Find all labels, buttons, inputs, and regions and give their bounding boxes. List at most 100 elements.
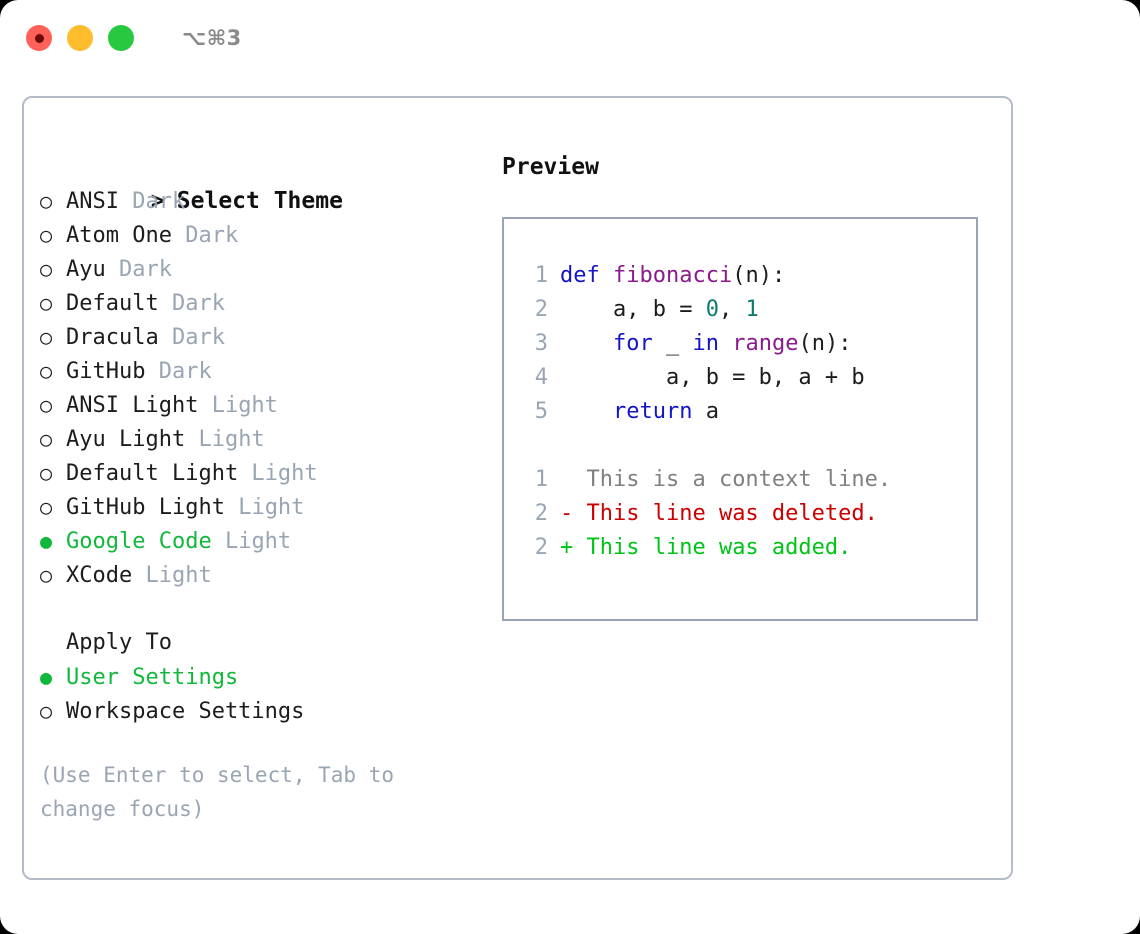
traffic-light-group bbox=[26, 25, 134, 51]
line-number: 4 bbox=[534, 365, 548, 390]
code-token bbox=[560, 331, 613, 356]
apply-to-item-name: Workspace Settings bbox=[66, 699, 305, 724]
theme-item-name: Dracula bbox=[66, 325, 159, 350]
apply-to-item[interactable]: ● User Settings bbox=[40, 660, 470, 694]
theme-item-mode: Dark bbox=[158, 291, 225, 316]
theme-item-mode: Light bbox=[238, 461, 318, 486]
code-line: 2 a, b = 0, 1 bbox=[522, 293, 976, 327]
theme-item-name: Default bbox=[66, 291, 159, 316]
diff-sign: - bbox=[560, 501, 574, 526]
theme-item[interactable]: ○ Dracula Dark bbox=[40, 320, 470, 354]
line-number: 2 bbox=[534, 535, 548, 560]
theme-item[interactable]: ●Google Code Light bbox=[40, 524, 470, 558]
radio-unselected-icon: ○ bbox=[40, 461, 53, 485]
help-hint-text: (Use Enter to select, Tab to change focu… bbox=[40, 763, 407, 821]
apply-to-header: Apply To bbox=[66, 630, 172, 655]
theme-item-name: GitHub Light bbox=[66, 495, 225, 520]
radio-unselected-icon: ○ bbox=[40, 325, 53, 349]
code-token: (n): bbox=[732, 263, 786, 288]
maximize-button[interactable] bbox=[108, 25, 134, 51]
theme-item-name: Ayu bbox=[66, 257, 106, 282]
diff-sign: + bbox=[560, 535, 574, 560]
line-number: 1 bbox=[534, 263, 548, 288]
diff-sign bbox=[560, 467, 573, 492]
section-spacer bbox=[40, 592, 470, 626]
code-token: for bbox=[612, 331, 653, 356]
line-number: 2 bbox=[534, 501, 548, 526]
code-token: _ bbox=[652, 331, 693, 356]
radio-selected-icon: ● bbox=[40, 529, 53, 553]
theme-item[interactable]: ○ ANSI Light Light bbox=[40, 388, 470, 422]
code-token bbox=[719, 331, 732, 356]
diff-line: 1 This is a context line. bbox=[522, 463, 976, 497]
keyboard-shortcut-label: ⌥⌘3 bbox=[182, 26, 242, 50]
theme-item-mode: Dark bbox=[105, 257, 172, 282]
code-token: (n): bbox=[798, 331, 852, 356]
theme-item-name: Atom One bbox=[66, 223, 172, 248]
radio-unselected-icon: ○ bbox=[40, 189, 53, 213]
theme-item[interactable]: ○ GitHub Light Light bbox=[40, 490, 470, 524]
theme-item[interactable]: ○ Ayu Dark bbox=[40, 252, 470, 286]
theme-item[interactable]: ○Default Dark bbox=[40, 286, 470, 320]
theme-item-name: ANSI bbox=[66, 189, 119, 214]
theme-item-name: ANSI Light bbox=[66, 393, 199, 418]
diff-line: 2- This line was deleted. bbox=[522, 497, 976, 531]
radio-unselected-icon: ○ bbox=[40, 699, 53, 723]
theme-item-mode: Light bbox=[224, 495, 305, 520]
theme-picker-column: > Select Theme ○ ANSI Dark ○ Atom One Dark ○ A… bbox=[40, 150, 470, 826]
theme-item[interactable]: ○Default Light Light bbox=[40, 456, 470, 490]
close-button[interactable] bbox=[26, 25, 52, 51]
diff-text: This line was deleted. bbox=[573, 501, 878, 526]
code-token: a, b = bbox=[560, 297, 706, 322]
theme-item-mode: Light bbox=[132, 563, 212, 588]
code-token: in bbox=[692, 331, 719, 356]
theme-item-name: Ayu Light bbox=[66, 427, 186, 452]
theme-item[interactable]: ○XCode Light bbox=[40, 558, 470, 592]
radio-unselected-icon: ○ bbox=[40, 257, 53, 281]
diff-text: This line was added. bbox=[573, 535, 852, 560]
line-number: 5 bbox=[534, 399, 548, 424]
theme-item-name: GitHub bbox=[66, 359, 146, 384]
minimize-button[interactable] bbox=[67, 25, 93, 51]
line-number: 3 bbox=[534, 331, 548, 356]
code-line: 3 for _ in range(n): bbox=[522, 327, 976, 361]
radio-unselected-icon: ○ bbox=[40, 427, 53, 451]
theme-item[interactable]: ○ ANSI Dark bbox=[40, 184, 470, 218]
radio-unselected-icon: ○ bbox=[40, 495, 53, 519]
diff-preview: 1 This is a context line.2- This line wa… bbox=[522, 463, 976, 565]
code-line: 5 return a bbox=[522, 395, 976, 429]
apply-to-list: ● User Settings ○ Workspace Settings bbox=[40, 660, 470, 728]
theme-item-mode: Dark bbox=[118, 189, 186, 214]
theme-item-mode: Dark bbox=[158, 325, 225, 350]
theme-item-mode: Light bbox=[198, 393, 278, 418]
code-token: def bbox=[560, 263, 613, 288]
code-token bbox=[560, 399, 613, 424]
theme-picker-title: Select Theme bbox=[176, 188, 343, 214]
preview-title: Preview bbox=[502, 154, 599, 180]
apply-to-item-name: User Settings bbox=[66, 665, 239, 690]
line-number: 2 bbox=[534, 297, 548, 322]
code-diff-gap bbox=[522, 429, 976, 463]
code-token: return bbox=[612, 399, 693, 424]
code-token: a, b = b, a + b bbox=[560, 365, 865, 390]
theme-item[interactable]: ○GitHub Dark bbox=[40, 354, 470, 388]
theme-item[interactable]: ○Ayu Light Light bbox=[40, 422, 470, 456]
code-token: 0 bbox=[705, 297, 719, 322]
theme-item[interactable]: ○Atom One Dark bbox=[40, 218, 470, 252]
theme-item-name: Google Code bbox=[66, 529, 212, 554]
diff-line: 2 + This line was added. bbox=[522, 531, 976, 565]
radio-selected-icon: ● bbox=[40, 665, 53, 689]
theme-list: ○ANSI Dark○Atom One Dark○Ayu Dark○Defaul… bbox=[40, 184, 470, 592]
radio-unselected-icon: ○ bbox=[40, 223, 53, 247]
radio-unselected-icon: ○ bbox=[40, 393, 53, 417]
code-line: 4 a, b = b, a + b bbox=[522, 361, 976, 395]
title-bar: ⌥⌘3 bbox=[0, 0, 1140, 76]
prompt-caret-icon: > bbox=[150, 188, 165, 214]
apply-to-item[interactable]: ○ Workspace Settings bbox=[40, 694, 470, 728]
theme-picker-header: > Select Theme bbox=[40, 150, 470, 214]
diff-text: This is a context line. bbox=[573, 467, 892, 492]
